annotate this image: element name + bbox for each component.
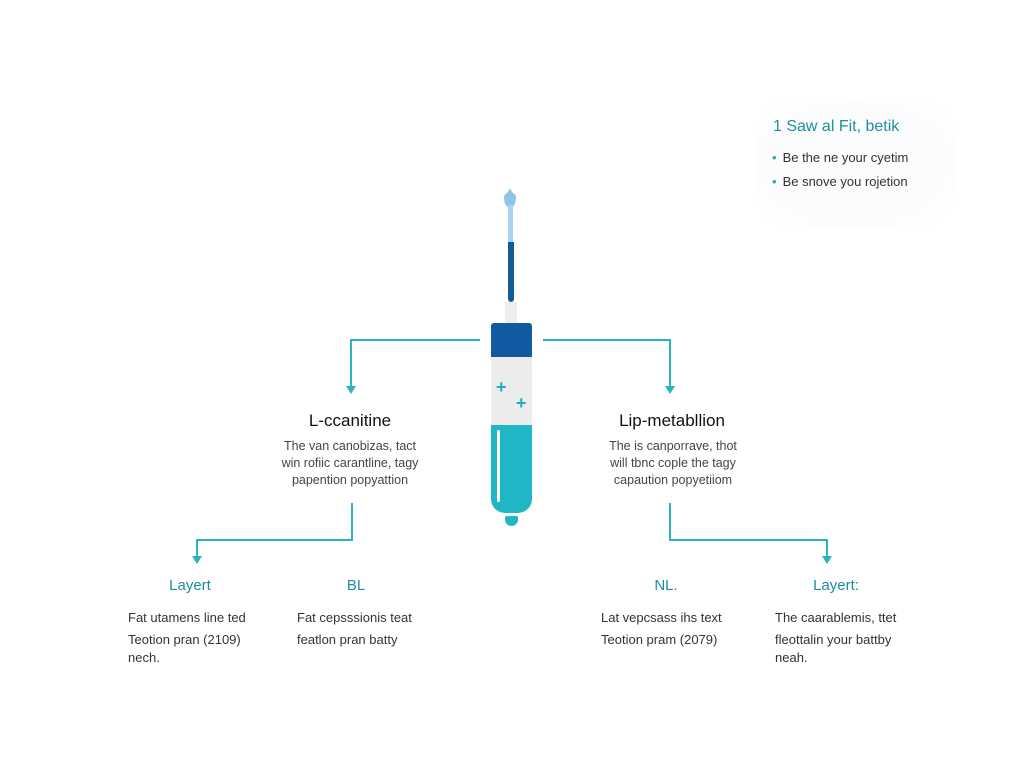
bullet-dot-icon: • bbox=[772, 174, 777, 189]
connector-left-leaf bbox=[196, 539, 198, 557]
connector-right-down bbox=[669, 503, 671, 541]
leaf-desc-4: The caarablemis, ttet fleottalin your ba… bbox=[775, 610, 897, 665]
leaf-desc-2: Fat cepsssionis teat featlon pran batty bbox=[297, 610, 412, 647]
leaf-title-3: NL. bbox=[654, 577, 678, 594]
drip-drop bbox=[505, 516, 518, 526]
plus-icon: + bbox=[496, 377, 507, 397]
leaf-desc-1: Fat utamens line ted Teotion pran (2109)… bbox=[128, 610, 246, 665]
connector-left-down bbox=[351, 503, 353, 541]
branch-desc-left: The van canobizas, tact win rofiic caran… bbox=[281, 439, 419, 487]
needle-shaft bbox=[508, 242, 514, 302]
tube-label-band bbox=[491, 357, 532, 425]
arrow-down-icon bbox=[346, 386, 356, 394]
branch-heading-right: Lip-metabllion bbox=[619, 411, 725, 430]
needle-tip bbox=[508, 205, 513, 243]
info-card bbox=[755, 98, 955, 228]
tube-cap bbox=[491, 323, 532, 357]
leaf-desc-3: Lat vepcsass ihs text Teotion pram (2079… bbox=[601, 610, 722, 647]
connector-right-horizontal bbox=[543, 339, 671, 341]
info-card-title: 1 Saw al Fit, betik bbox=[773, 118, 900, 135]
arrow-down-icon bbox=[665, 386, 675, 394]
connector-right-branch bbox=[669, 539, 828, 541]
branch-heading-left: L-ccanitine bbox=[308, 411, 392, 430]
connector-right-vertical bbox=[669, 339, 671, 387]
connector-left-branch bbox=[196, 539, 353, 541]
info-bullet-1: •Be the ne your cyetim bbox=[772, 150, 909, 165]
leaf-title-4: Layert: bbox=[813, 577, 859, 594]
arrow-down-icon bbox=[822, 556, 832, 564]
connector-left-vertical bbox=[350, 339, 352, 387]
droplet-icon bbox=[504, 188, 516, 208]
connector-right-leaf bbox=[826, 539, 828, 557]
info-bullet-2: •Be snove you rojetion bbox=[772, 174, 908, 189]
bullet-dot-icon: • bbox=[772, 150, 777, 165]
tube-highlight bbox=[497, 430, 500, 502]
leaf-title-1: Layert bbox=[169, 577, 211, 594]
arrow-down-icon bbox=[192, 556, 202, 564]
branch-desc-right: The is canporrave, thot will tbnc cople … bbox=[609, 439, 737, 487]
connector-left-horizontal bbox=[350, 339, 480, 341]
plus-icon: + bbox=[516, 393, 527, 413]
leaf-title-2: BL bbox=[346, 577, 366, 594]
tube-neck bbox=[505, 302, 517, 324]
